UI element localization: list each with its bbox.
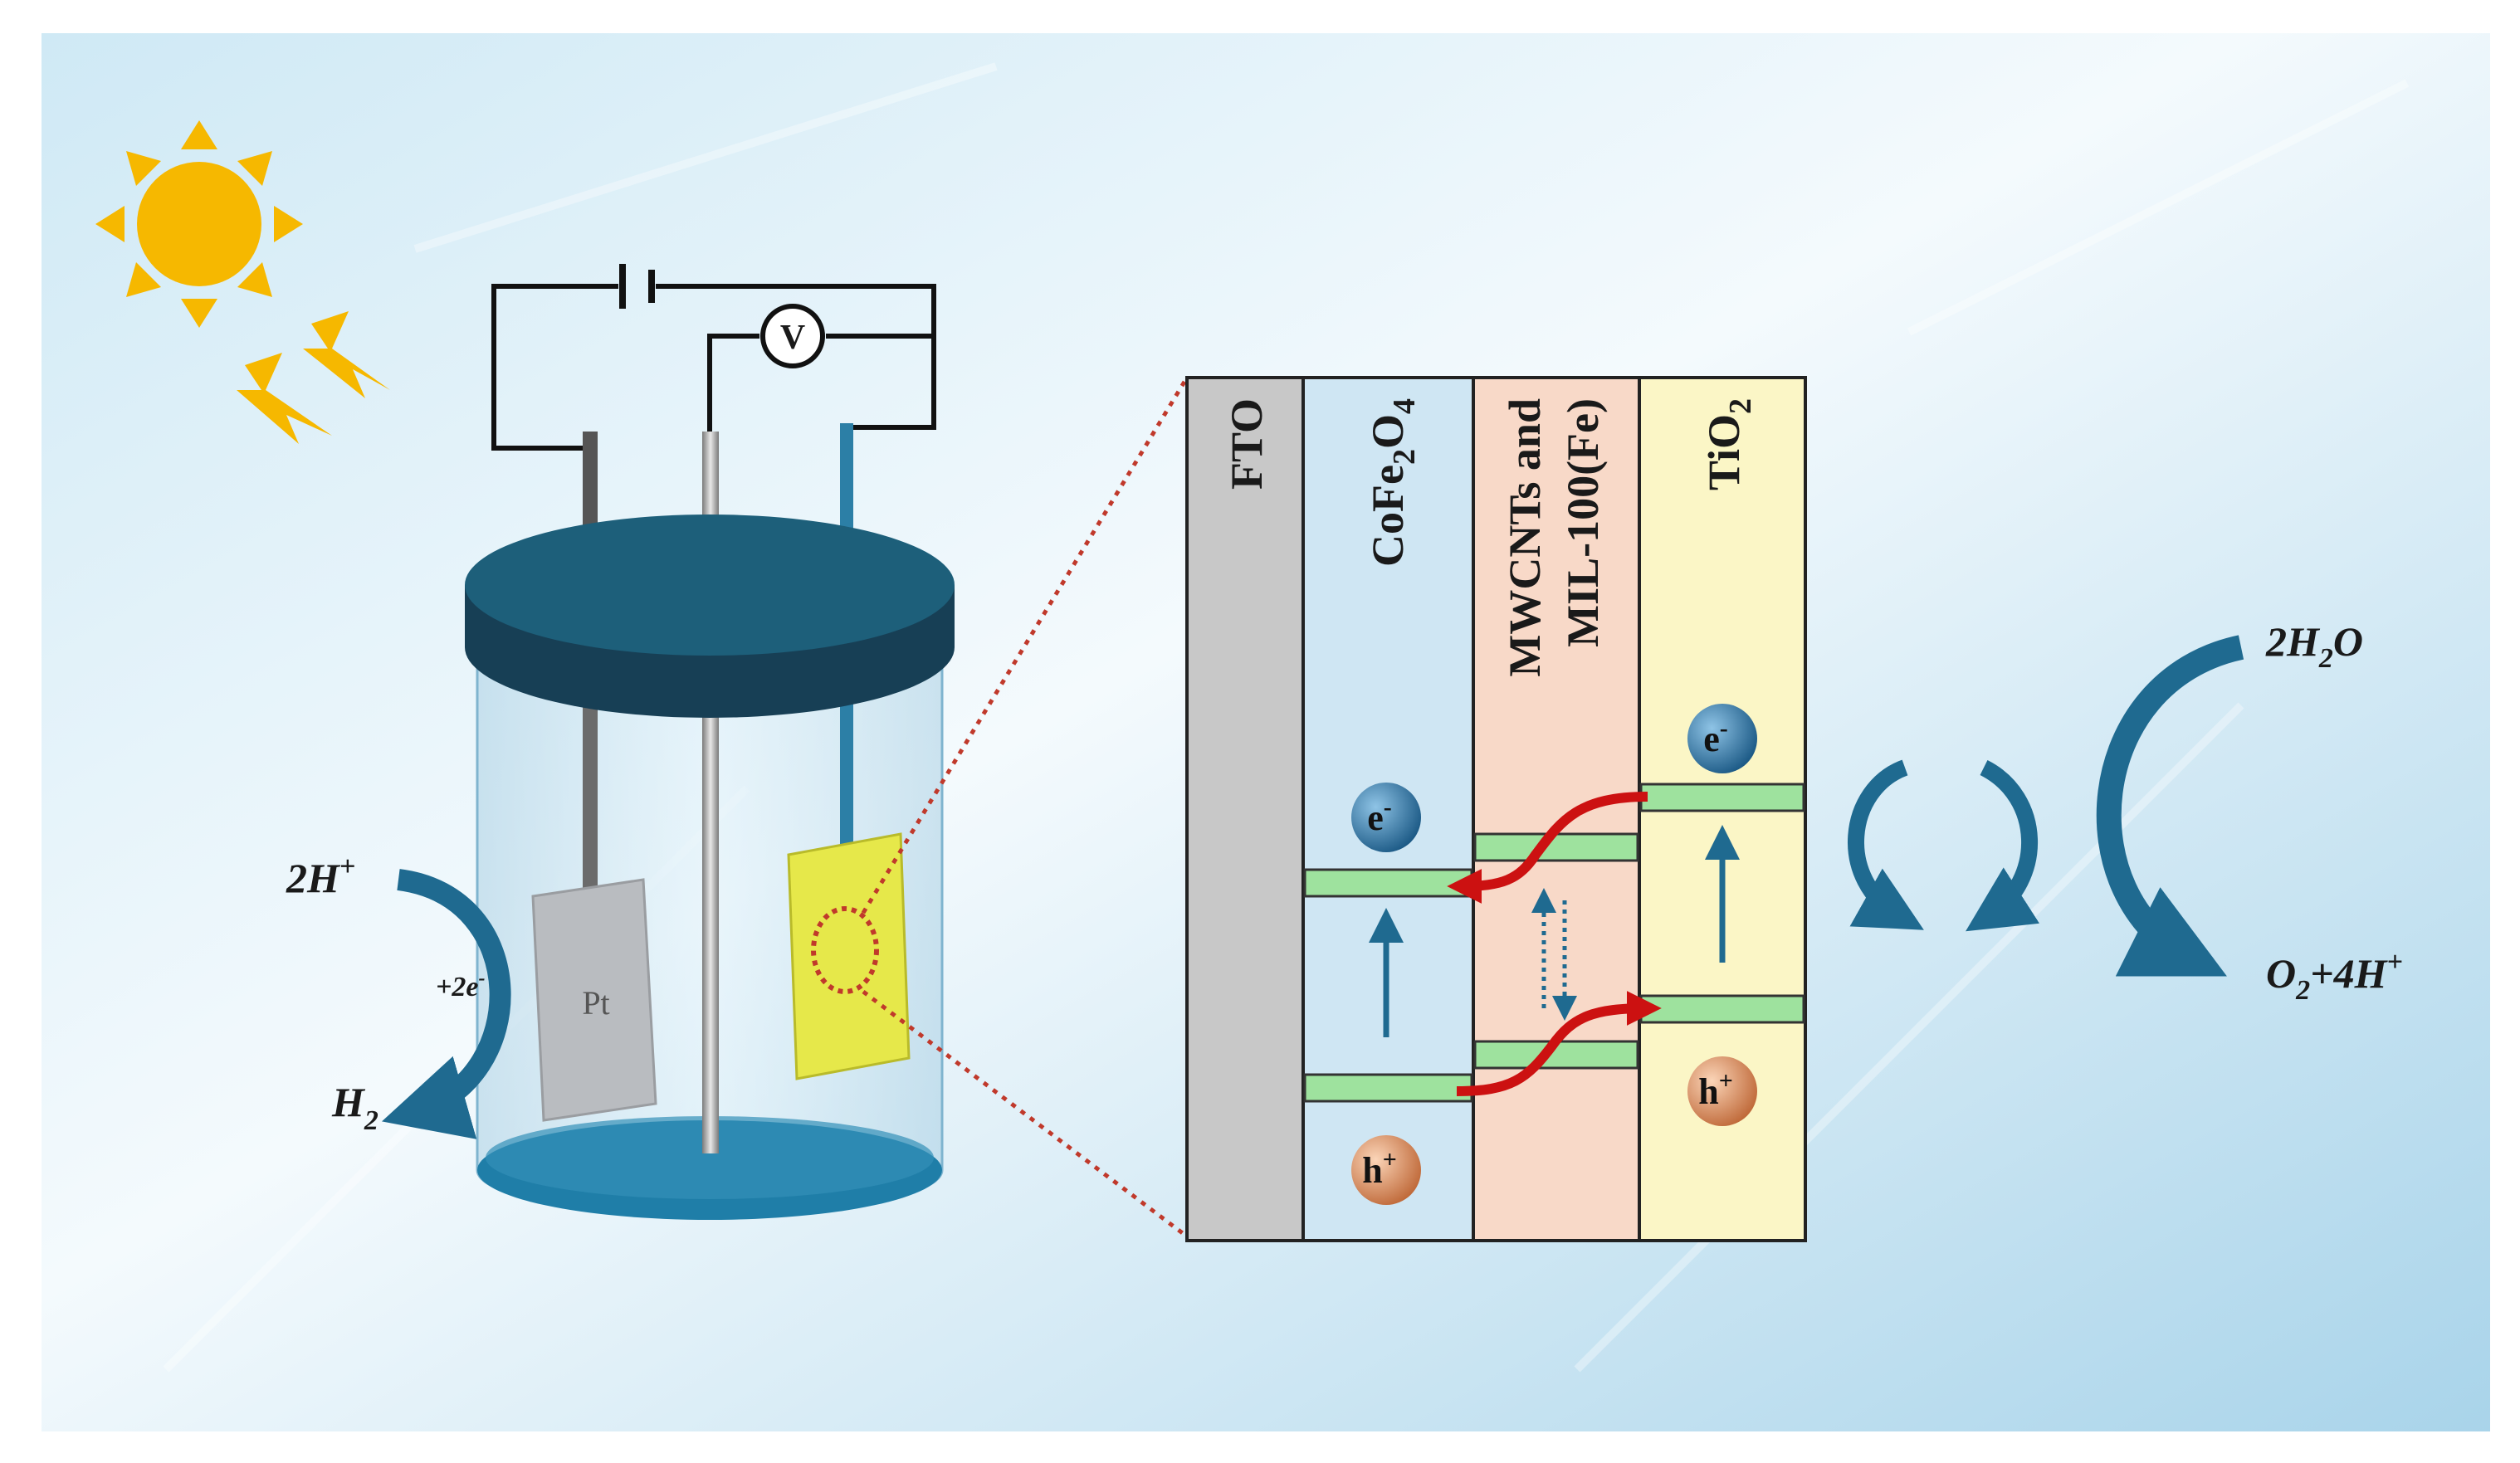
voltmeter-icon: V	[760, 304, 825, 368]
cell-lid	[465, 514, 955, 718]
mwcnt-label-line2: MIL-100(Fe)	[1558, 398, 1608, 647]
voltmeter-label: V	[780, 319, 805, 357]
reference-electrode-rod	[702, 597, 719, 1153]
cathode-curved-arrow	[382, 869, 511, 1139]
anode-reactant: 2H2O	[2265, 618, 2363, 674]
hole-cofe2o4: h+	[1351, 1135, 1421, 1205]
svg-text:h+: h+	[1362, 1146, 1397, 1191]
mwcnt-conduction-band	[1473, 832, 1639, 862]
svg-text:h+: h+	[1698, 1067, 1733, 1112]
fto-layer	[1185, 376, 1305, 1242]
electron-transfer-arrow	[1447, 792, 1648, 904]
sun-icon	[95, 120, 303, 328]
cofe2o4-valence-band	[1303, 1073, 1473, 1103]
mwcnt-label-line1: MWCNTs and	[1500, 398, 1550, 677]
electron-tio2: e-	[1687, 704, 1757, 773]
hole-tio2: h+	[1687, 1056, 1757, 1126]
cathode-product: H2	[331, 1079, 378, 1136]
mwcnt-mil-layer	[1472, 376, 1641, 1242]
anode-product: O2+4H+	[2266, 947, 2403, 1006]
battery-icon	[619, 264, 655, 309]
fto-label: FTO	[1222, 398, 1272, 490]
cofe2o4-label: CoFe2O4	[1363, 398, 1422, 567]
cathode-reactant: 2H+	[286, 851, 355, 901]
band-structure-panel: FTO CoFe2O4 MWCNTs and MIL-100(Fe) TiO2 …	[1185, 376, 1807, 1242]
electron-cofe2o4: e-	[1351, 783, 1421, 852]
tio2-conduction-band	[1639, 783, 1805, 812]
zoom-region-circle	[811, 906, 879, 994]
cofe2o4-conduction-band	[1303, 868, 1473, 898]
cycle-arrow-left	[1848, 759, 1924, 930]
pt-electrode	[531, 878, 657, 1122]
circuit-wires	[491, 284, 936, 461]
svg-text:e-: e-	[1367, 793, 1392, 838]
lightning-icon	[237, 311, 390, 444]
tio2-label: TiO2	[1699, 398, 1758, 490]
electron-transfer-label: +2e-	[436, 968, 485, 1002]
electrochemical-cell: Pt	[476, 596, 944, 1220]
hole-transfer-arrow	[1456, 991, 1662, 1096]
cycle-arrow-right	[1966, 760, 2040, 932]
tio2-valence-band	[1639, 994, 1805, 1024]
zoom-connector-lines	[861, 376, 1189, 1238]
photoanode-plate	[787, 832, 911, 1080]
svg-text:e-: e-	[1703, 714, 1728, 759]
anode-curved-arrow	[2096, 635, 2244, 977]
pt-electrode-label: Pt	[582, 984, 609, 1022]
